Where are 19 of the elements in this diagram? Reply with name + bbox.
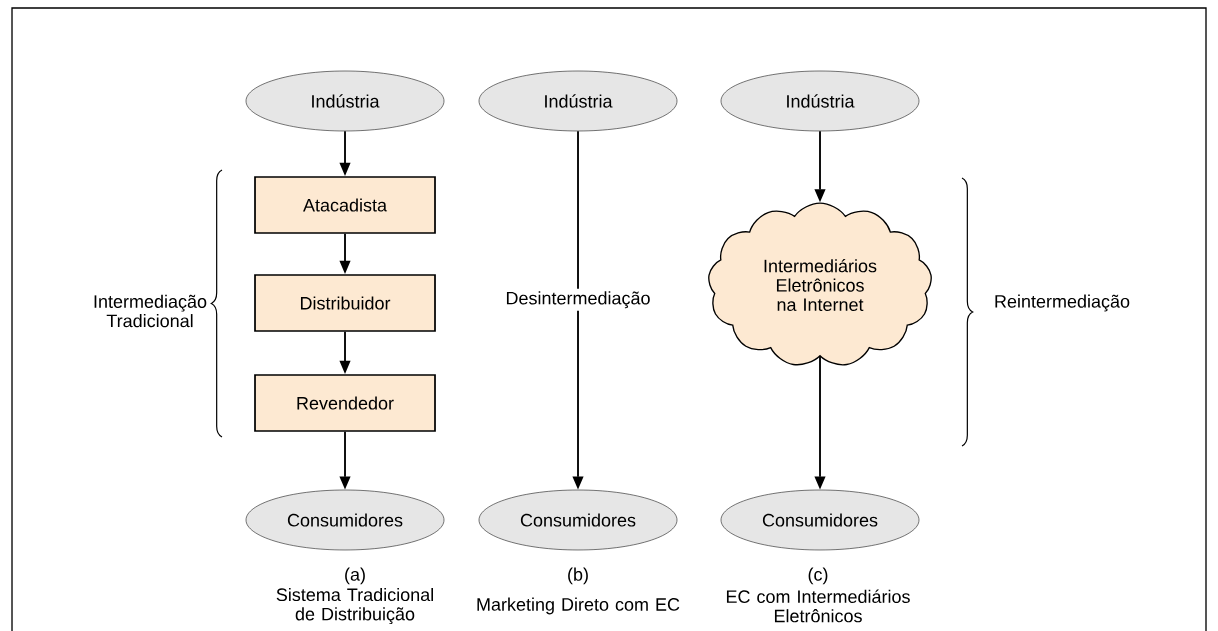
caption-text: Marketing Direto com EC — [477, 597, 680, 615]
caption-letter: (b) — [568, 567, 588, 585]
ellipse-node: Consumidores — [245, 489, 445, 551]
side-label: Intermediação Tradicional — [94, 294, 207, 328]
ellipse-node: Indústria — [478, 70, 678, 132]
process-box: Atacadista — [254, 176, 436, 234]
caption-text: Sistema Tradicional de Distribuição — [276, 587, 433, 625]
ellipse-node: Indústria — [245, 70, 445, 132]
caption-letter: (a) — [345, 567, 365, 585]
edge-label: Desintermediação — [502, 288, 654, 311]
ellipse-node: Indústria — [720, 70, 920, 132]
process-box: Revendedor — [254, 374, 436, 432]
ellipse-node: Consumidores — [720, 489, 920, 551]
cloud-node: Intermediários Eletrônicos na Internet — [708, 202, 932, 366]
side-label: Reintermediação — [995, 294, 1130, 312]
process-box: Distribuidor — [254, 274, 436, 332]
caption-text: EC com Intermediários Eletrônicos — [726, 589, 910, 623]
caption-letter: (c) — [808, 567, 828, 585]
ellipse-node: Consumidores — [478, 489, 678, 551]
